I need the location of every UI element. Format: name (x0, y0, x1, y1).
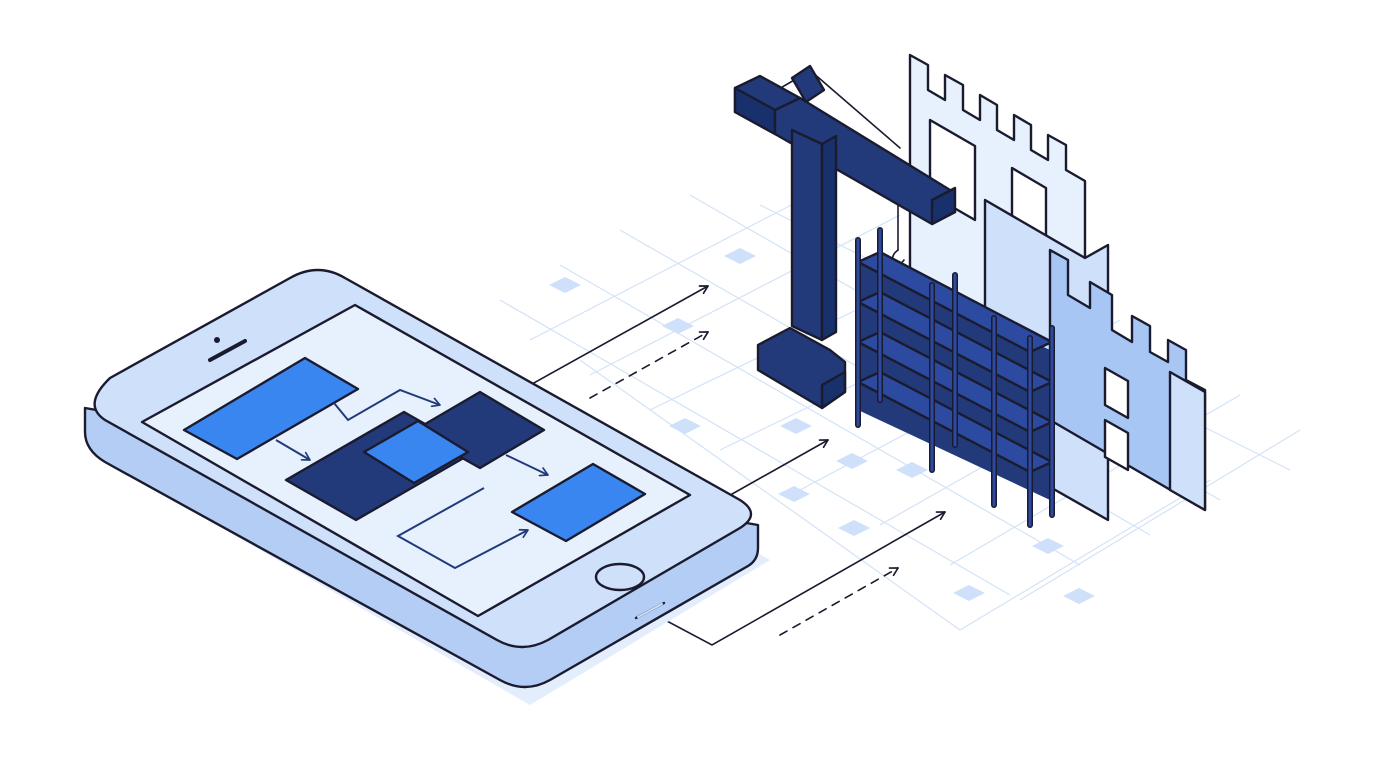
smartphone-icon (83, 268, 770, 705)
flow-arrows (531, 285, 946, 646)
dashed-arrow-icon (589, 331, 709, 399)
flowchart-icon (182, 356, 647, 570)
grid-tiles (549, 248, 1095, 604)
camera-icon (214, 337, 220, 343)
scaffold-icon (855, 227, 1055, 528)
flow-block (510, 462, 647, 543)
home-button-icon (594, 562, 646, 592)
arrow-icon (649, 511, 946, 646)
crane-icon (733, 64, 957, 410)
speaker-icon (208, 339, 247, 362)
flow-block (362, 419, 470, 485)
arrow-icon (531, 285, 709, 385)
flow-block (182, 356, 360, 461)
arrow-icon (724, 439, 829, 499)
dashed-arrow-icon (779, 567, 899, 636)
